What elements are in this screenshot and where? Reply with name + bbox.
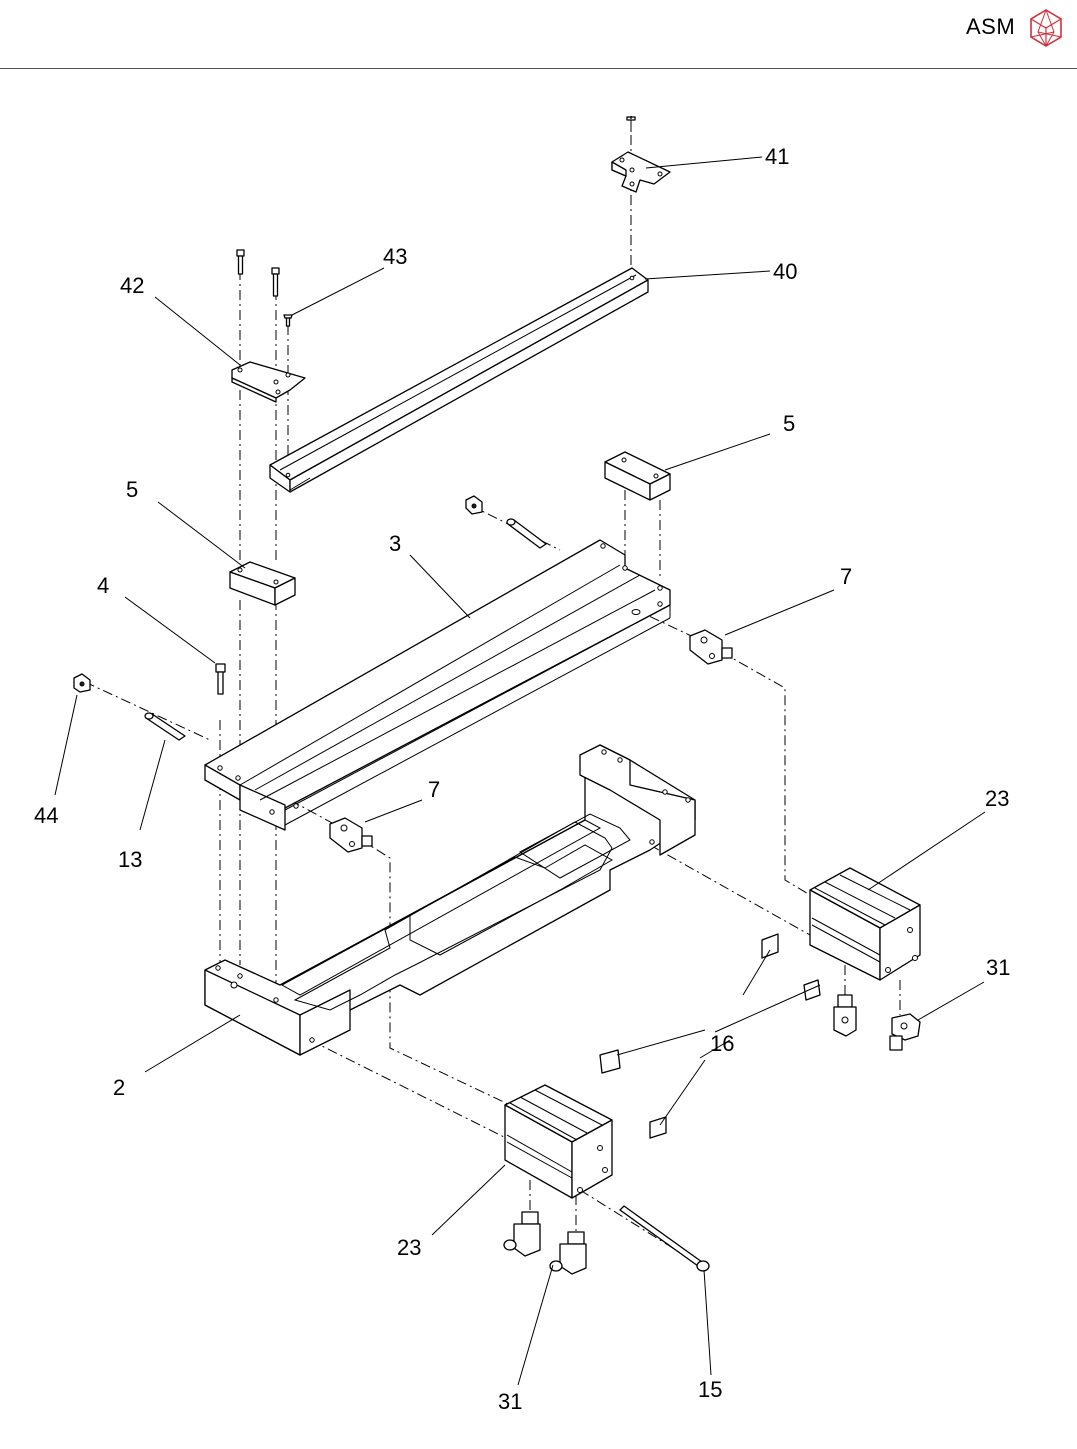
part-31-elbow-lower-a (504, 1212, 540, 1256)
part-23-cylinder-lower (505, 1085, 612, 1198)
part-5-block-right (605, 452, 670, 500)
part-15-long-pin (620, 1206, 709, 1271)
callout-23-right: 23 (985, 786, 1009, 811)
callout-31-right: 31 (986, 955, 1010, 980)
callout-2: 2 (113, 1075, 125, 1100)
part-5-block-left (230, 562, 295, 605)
part-40-bar (270, 268, 648, 492)
callout-5-right: 5 (783, 411, 795, 436)
part-7-fitting-lower (330, 818, 372, 852)
callout-5-left: 5 (126, 477, 138, 502)
clip-pin-upper (466, 496, 546, 548)
callout-7-lower: 7 (428, 777, 440, 802)
callout-44: 44 (34, 803, 58, 828)
callout-40: 40 (773, 259, 797, 284)
callout-4: 4 (97, 573, 109, 598)
callout-15: 15 (698, 1377, 722, 1402)
part-23-cylinder-right (810, 868, 920, 980)
part-31-elbow-right-a (834, 995, 856, 1036)
part-41-plate (612, 116, 670, 192)
callout-42: 42 (120, 273, 144, 298)
callout-23-lower: 23 (397, 1235, 421, 1260)
callout-3: 3 (389, 531, 401, 556)
part-42-plate (232, 250, 305, 402)
part-4-screw (216, 664, 225, 694)
part-44-clip (74, 674, 90, 692)
callout-13: 13 (118, 847, 142, 872)
part-31-elbow-right-b (890, 1014, 920, 1050)
callout-31-lower: 31 (498, 1389, 522, 1414)
callout-16: 16 (710, 1031, 734, 1056)
callout-41: 41 (765, 144, 789, 169)
callout-7-upper: 7 (840, 564, 852, 589)
callout-43: 43 (383, 244, 407, 269)
part-31-elbow-lower-b (550, 1232, 586, 1274)
part-13-pin (145, 713, 185, 740)
